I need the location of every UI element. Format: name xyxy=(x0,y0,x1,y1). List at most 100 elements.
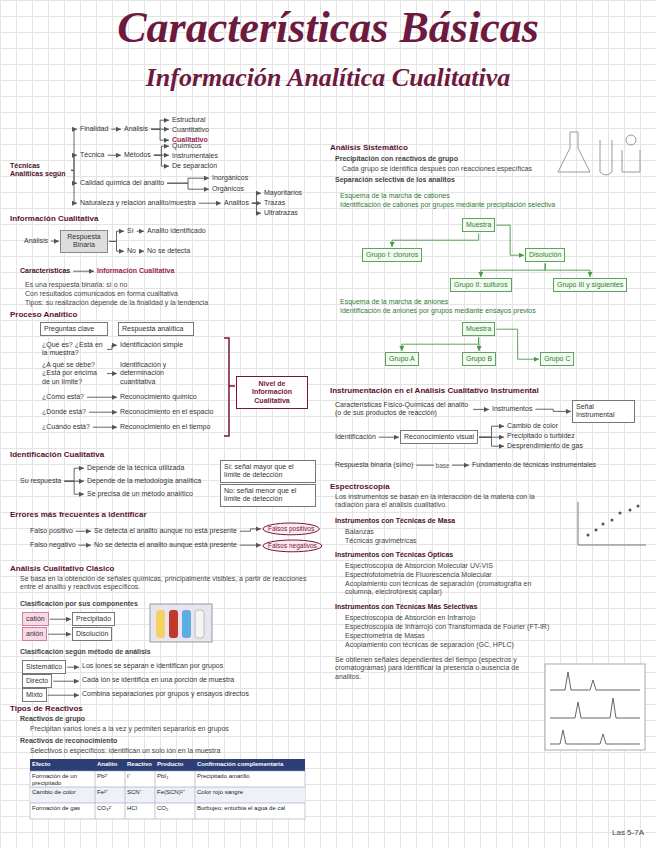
table-cell: HCl xyxy=(127,805,153,812)
page-number: Las 5-7A xyxy=(612,828,644,838)
node-text: Precipitado o turbidez xyxy=(507,432,575,440)
note: Espectrofotometría de Fluorescencia Mole… xyxy=(345,571,492,579)
text-node: Mayoritarios xyxy=(262,188,304,198)
node-text: Características xyxy=(20,267,70,275)
node-text: Instrumentales xyxy=(172,152,218,160)
text-node: Químicos xyxy=(170,141,204,151)
note: Tipos: su realización depende de la fina… xyxy=(25,299,208,307)
connector xyxy=(53,681,79,682)
process-box: Disolución xyxy=(72,627,112,641)
node-text: Análisis xyxy=(24,237,48,245)
node-text: Técnicas Analíticas según xyxy=(10,162,68,179)
node-text: Instrumentos xyxy=(492,405,532,413)
node-text: Químicos xyxy=(172,142,202,150)
text-node: Análisis xyxy=(122,124,150,134)
connector xyxy=(240,545,261,546)
process-box: Precipitado xyxy=(72,612,115,626)
node-text: Depende de la metodología analítica xyxy=(87,477,201,485)
node-text: Grupo C xyxy=(544,355,570,363)
node-text: ¿A qué se debe? ¿Está por encima de un l… xyxy=(42,361,104,386)
node-text: ¿Cómo está? xyxy=(42,393,84,401)
node-text: Finalidad xyxy=(80,125,108,133)
connector xyxy=(199,203,221,204)
text-node: Su respuesta xyxy=(18,476,63,486)
reaction-table-grid xyxy=(30,759,305,819)
text-node: Análisis xyxy=(22,236,50,246)
scheme-caption: Identificación de aniones por grupos med… xyxy=(340,307,536,315)
table-header-cell: Producto xyxy=(157,761,193,768)
node-text: Técnica xyxy=(80,151,105,159)
text-node: Trazas xyxy=(262,198,287,208)
node-text: Señal Instrumental xyxy=(576,403,631,420)
connector xyxy=(76,531,91,532)
node-text: Instrumentos con Técnicas de Masa xyxy=(335,517,455,525)
text-node: Identificación xyxy=(333,432,378,442)
node-text: Analitos xyxy=(224,199,249,207)
node-text: No: señal menor que el límite de detecci… xyxy=(224,487,312,504)
scheme-box: Disolución xyxy=(525,248,565,262)
text-node: ¿Cómo está? xyxy=(40,392,86,402)
node-text: Respuesta binaria (sí/no) xyxy=(335,461,413,469)
text-node: No se detecta el analito aunque está pre… xyxy=(92,540,239,550)
connector xyxy=(93,427,117,428)
highlight-node: Información Cualitativa xyxy=(95,266,176,276)
node-text: Cada ión se identifica en una porción de… xyxy=(82,676,234,684)
note: Espectroscopía de Absorción Molecular UV… xyxy=(345,562,493,570)
node-text: No se detecta el analito aunque está pre… xyxy=(94,541,237,549)
ellipse-shape xyxy=(263,540,322,552)
text-node: Fundamento de técnicas instrumentales xyxy=(470,460,598,470)
node-text: Combina separaciones por grupos y ensayo… xyxy=(82,690,249,698)
node-text: De separación xyxy=(172,162,217,170)
node-text: Disolución xyxy=(529,251,561,259)
table-cell: Fe³⁺ xyxy=(97,789,123,796)
connector xyxy=(89,412,117,413)
topic-node: Instrumentos con Técnicas Más Selectivas xyxy=(333,602,479,612)
table-cell: Cambio de color xyxy=(32,789,93,796)
table-cell: CO₃²⁻ xyxy=(97,805,123,812)
connector xyxy=(87,397,117,398)
subheading: Precipitación con reactivos de grupo xyxy=(335,155,458,163)
connector xyxy=(545,263,590,277)
note: Espectroscopía de Infrarrojo con Transfo… xyxy=(345,623,549,631)
process-box: Mixto xyxy=(22,688,47,702)
scheme-box: Grupo C xyxy=(540,352,574,366)
scheme-box: Grupo II: sulfuros xyxy=(450,278,512,292)
scheme-caption: Esquema de la marcha de cationes xyxy=(340,192,450,200)
spectra-sketch xyxy=(545,664,645,750)
connector xyxy=(478,337,479,351)
note: Cada grupo se identifica después con rea… xyxy=(342,165,532,173)
text-node: No xyxy=(125,246,138,256)
table-cell: PbI₂ xyxy=(157,773,193,780)
text-node: Inorgánicos xyxy=(210,173,250,183)
node-text: No xyxy=(127,247,136,255)
ellipse-shape xyxy=(263,523,319,535)
node-text: Mixto xyxy=(26,691,43,699)
connector xyxy=(240,529,261,531)
text-node: Falso negativo xyxy=(28,540,78,550)
text-node: Sí xyxy=(125,226,136,236)
text-node: ¿Cuándo está? xyxy=(40,422,92,432)
text-node: Métodos xyxy=(122,150,153,160)
connector xyxy=(107,373,117,374)
node-text: Mayoritarios xyxy=(264,189,302,197)
node-text: Preguntas clave xyxy=(44,325,104,333)
node-text: Falso negativo xyxy=(30,541,76,549)
node-text: Instrumentos con Técnicas Más Selectivas xyxy=(335,603,477,611)
node-text: Grupo III y siguientes xyxy=(557,281,623,289)
text-node: Calidad química del analito xyxy=(78,178,166,188)
text-node: Se detecta el analito aunque no está pre… xyxy=(92,526,239,536)
node-text: Analito identificado xyxy=(147,227,206,235)
connector xyxy=(48,634,71,635)
text-node: No se detecta xyxy=(145,246,192,256)
text-node: De separación xyxy=(170,161,219,171)
section-heading: Instrumentación en el Análisis Cualitati… xyxy=(330,386,539,396)
table-cell: CO₂ xyxy=(157,805,193,812)
connector xyxy=(252,203,261,213)
node-text: Falsos positivos xyxy=(268,525,314,533)
scheme-box: Grupo A xyxy=(385,352,419,366)
node-text: Precipitado xyxy=(76,615,111,623)
node-text: Estructural xyxy=(172,116,205,124)
node-text: Respuesta Binaria xyxy=(64,233,104,250)
text-node: Analitos xyxy=(222,198,251,208)
text-node: Reconocimiento químico xyxy=(118,392,199,402)
